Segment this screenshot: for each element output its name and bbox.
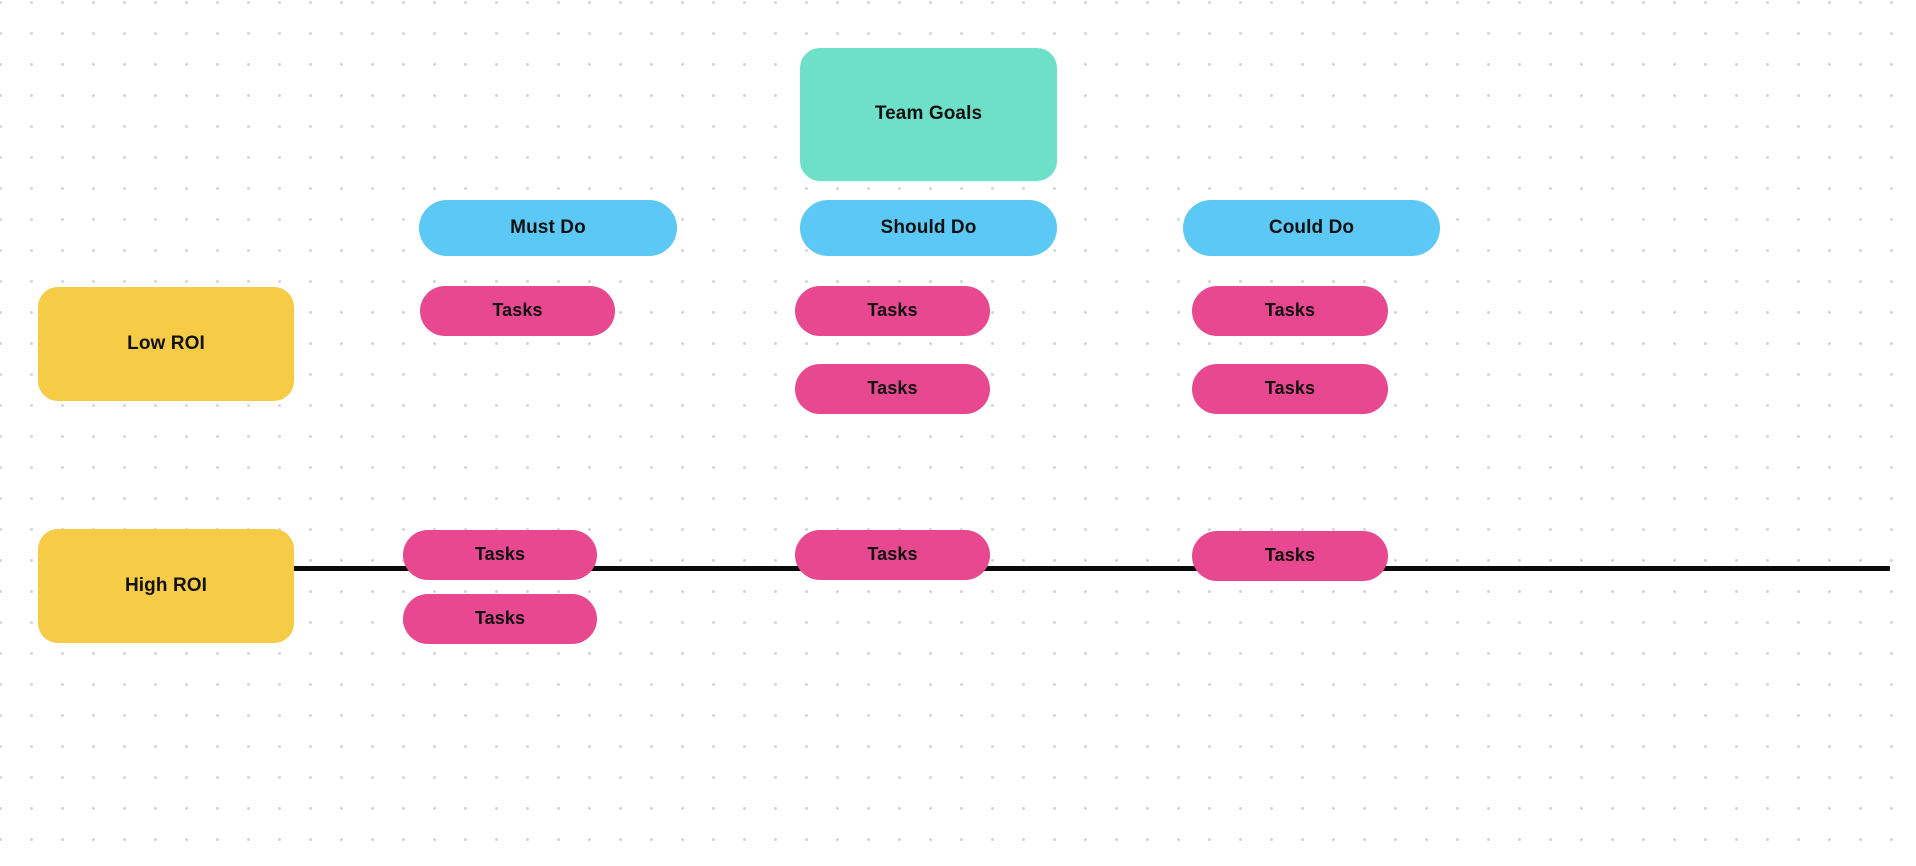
node-must-do[interactable]: Must Do bbox=[419, 200, 677, 256]
node-label-could-do-task-3: Tasks bbox=[1264, 545, 1316, 566]
node-label-must-do-task-1: Tasks bbox=[492, 300, 543, 321]
node-label-high-roi: High ROI bbox=[124, 574, 208, 596]
node-label-must-do: Must Do bbox=[510, 216, 586, 238]
node-label-could-do-task-2: Tasks bbox=[1264, 378, 1316, 399]
node-could-do[interactable]: Could Do bbox=[1183, 200, 1440, 256]
node-label-must-do-task-3: Tasks bbox=[474, 608, 526, 629]
node-label-could-do-task-1: Tasks bbox=[1264, 300, 1316, 321]
node-label-low-roi: Low ROI bbox=[127, 332, 205, 354]
node-should-do-task-3[interactable]: Tasks bbox=[795, 530, 990, 580]
node-label-must-do-task-2: Tasks bbox=[474, 544, 526, 565]
node-must-do-task-2[interactable]: Tasks bbox=[403, 530, 597, 580]
node-must-do-task-3[interactable]: Tasks bbox=[403, 594, 597, 644]
node-could-do-task-1[interactable]: Tasks bbox=[1192, 286, 1388, 336]
node-label-should-do: Should Do bbox=[880, 216, 977, 238]
node-team-goals[interactable]: Team Goals bbox=[800, 48, 1057, 181]
node-high-roi[interactable]: High ROI bbox=[38, 529, 294, 643]
node-low-roi[interactable]: Low ROI bbox=[38, 287, 294, 401]
node-label-could-do: Could Do bbox=[1268, 216, 1355, 238]
node-could-do-task-3[interactable]: Tasks bbox=[1192, 531, 1388, 581]
node-should-do-task-2[interactable]: Tasks bbox=[795, 364, 990, 414]
node-could-do-task-2[interactable]: Tasks bbox=[1192, 364, 1388, 414]
node-label-should-do-task-3: Tasks bbox=[867, 544, 918, 565]
node-label-should-do-task-2: Tasks bbox=[867, 378, 918, 399]
node-should-do[interactable]: Should Do bbox=[800, 200, 1057, 256]
node-label-team-goals: Team Goals bbox=[874, 103, 983, 125]
node-must-do-task-1[interactable]: Tasks bbox=[420, 286, 615, 336]
node-label-should-do-task-1: Tasks bbox=[867, 300, 918, 321]
node-should-do-task-1[interactable]: Tasks bbox=[795, 286, 990, 336]
